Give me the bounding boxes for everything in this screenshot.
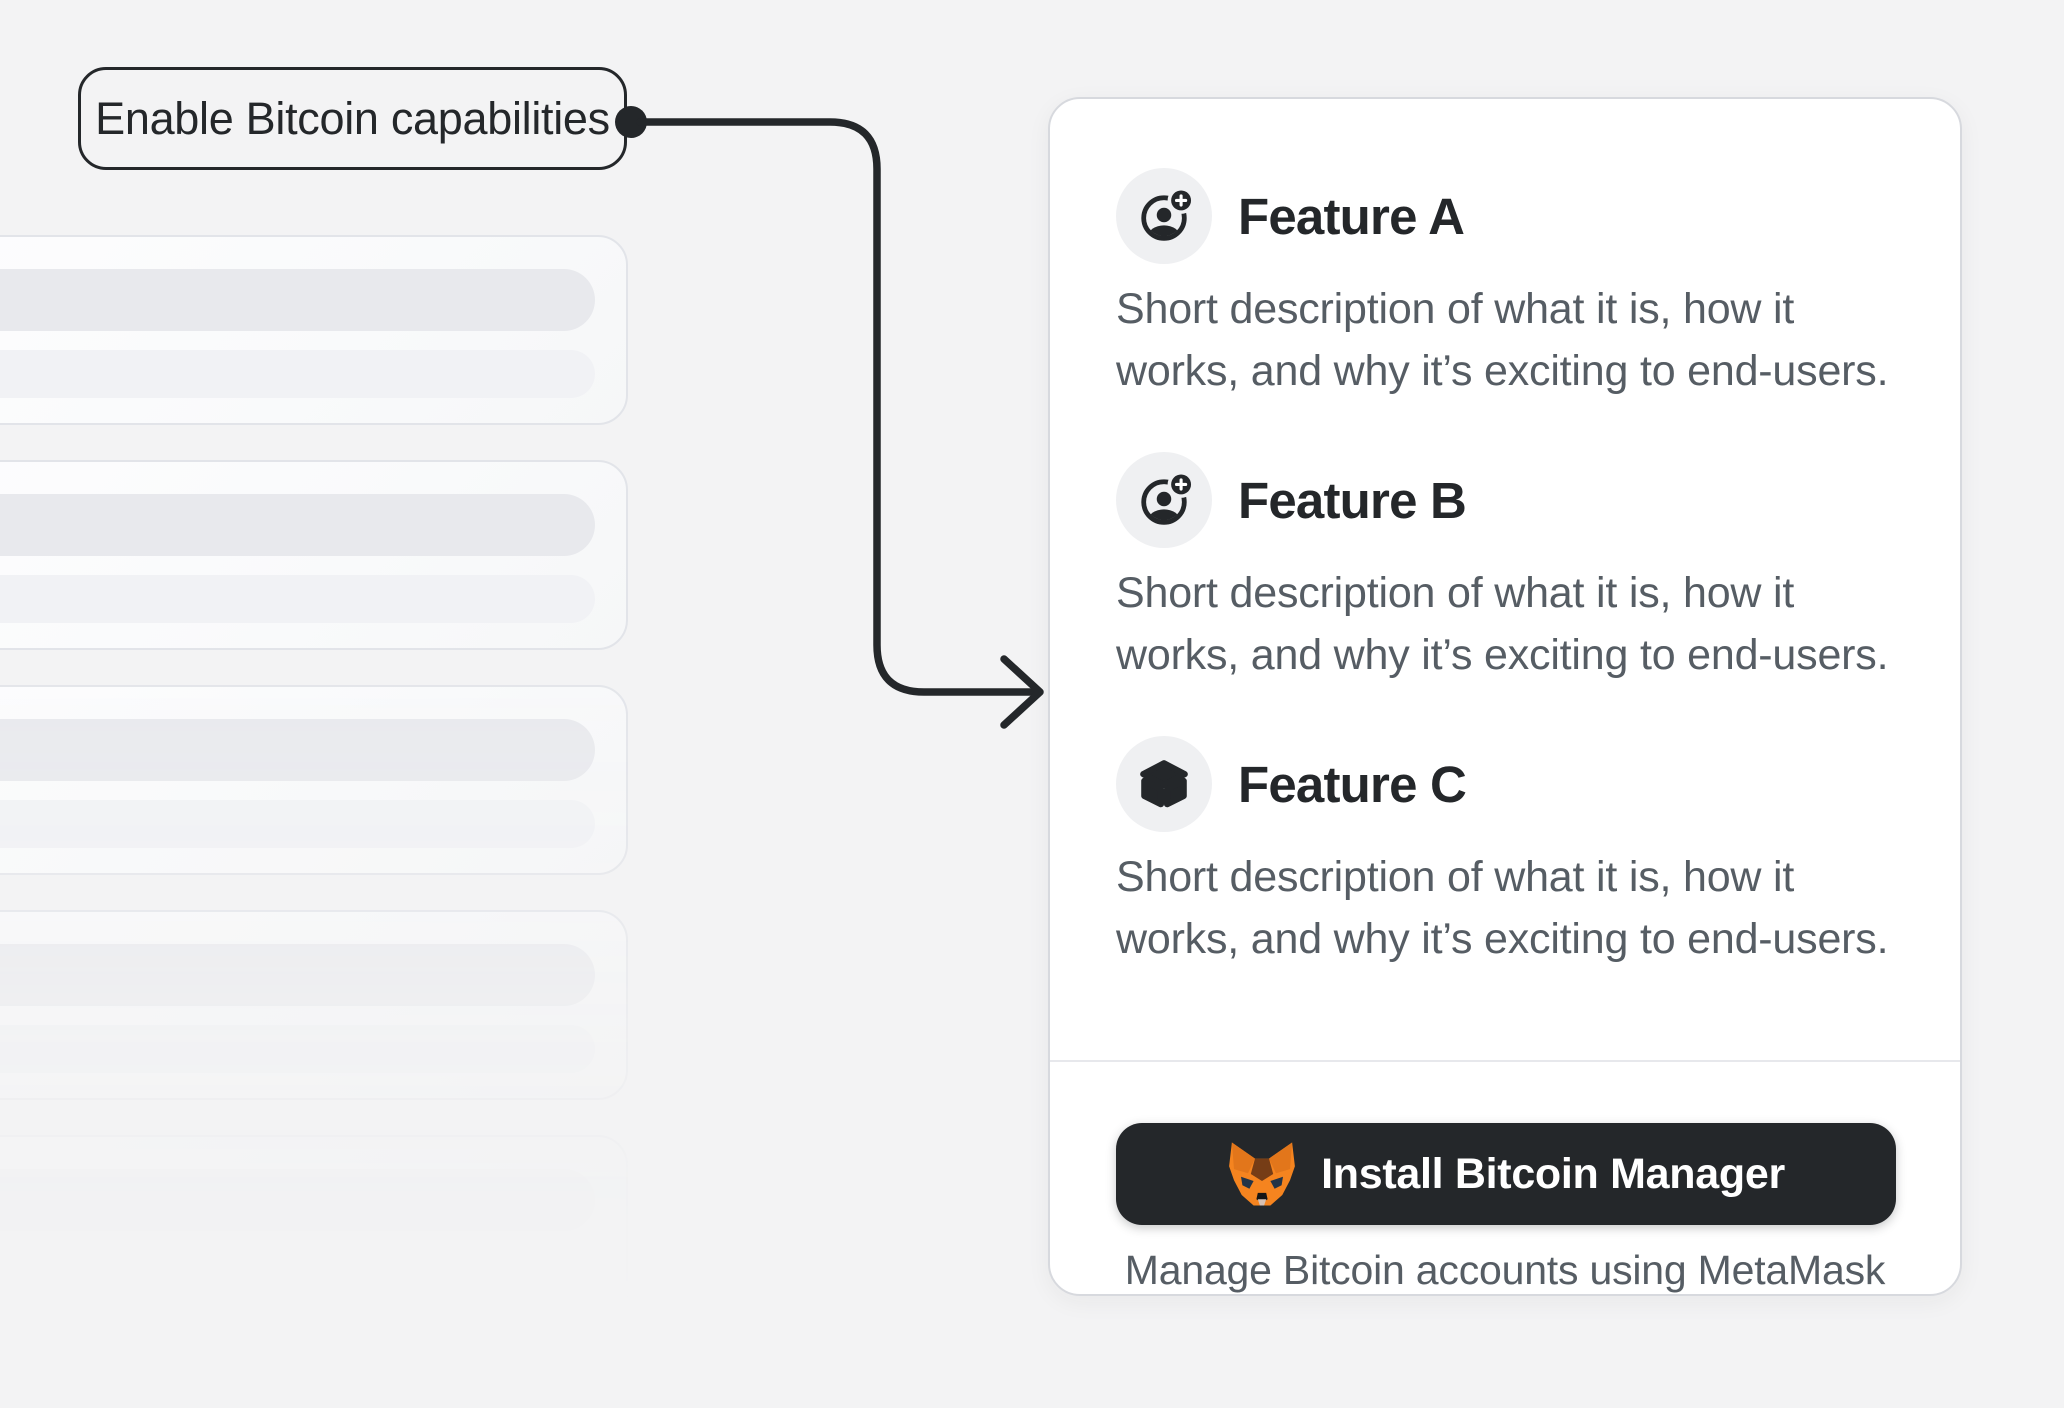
feature-description: Short description of what it is, how it … xyxy=(1116,853,1889,963)
skeleton-bar xyxy=(0,800,595,848)
feature-header: Feature B xyxy=(1116,452,1894,548)
cta-label: Install Bitcoin Manager xyxy=(1321,1149,1785,1198)
feature-header: Feature C xyxy=(1116,736,1894,832)
skeleton-bar xyxy=(0,494,595,556)
feature-row-c: Feature C Short description of what it i… xyxy=(1116,736,1894,970)
icon-chip xyxy=(1116,736,1212,832)
callout-enable-bitcoin: Enable Bitcoin capabilities xyxy=(78,67,627,170)
skeleton-bar xyxy=(0,269,595,331)
skeleton-bar xyxy=(0,1025,595,1073)
install-bitcoin-manager-button[interactable]: Install Bitcoin Manager xyxy=(1116,1123,1896,1225)
cta-area: Install Bitcoin Manager Manage Bitcoin a… xyxy=(1050,1062,1960,1294)
skeleton-bar xyxy=(0,350,595,398)
icon-chip xyxy=(1116,168,1212,264)
feature-panel: Feature A Short description of what it i… xyxy=(1048,97,1962,1296)
feature-description: Short description of what it is, how it … xyxy=(1116,569,1889,679)
skeleton-bar xyxy=(0,944,595,1006)
metamask-fox-icon xyxy=(1229,1142,1295,1206)
skeleton-bar xyxy=(0,1169,595,1231)
skeleton-card xyxy=(0,685,628,875)
user-add-icon xyxy=(1141,471,1193,525)
skeleton-card xyxy=(0,235,628,425)
feature-row-b: Feature B Short description of what it i… xyxy=(1116,452,1894,686)
feature-description: Short description of what it is, how it … xyxy=(1116,285,1889,395)
skeleton-card xyxy=(0,1135,628,1325)
callout-label: Enable Bitcoin capabilities xyxy=(95,92,610,144)
skeleton-bar xyxy=(0,575,595,623)
skeleton-card xyxy=(0,910,628,1100)
feature-row-a: Feature A Short description of what it i… xyxy=(1116,168,1894,402)
feature-title: Feature C xyxy=(1238,755,1467,813)
feature-title: Feature B xyxy=(1238,471,1467,529)
feature-header: Feature A xyxy=(1116,168,1894,264)
feature-list: Feature A Short description of what it i… xyxy=(1050,99,1960,1060)
skeleton-card-list xyxy=(0,235,628,1360)
panel-divider xyxy=(1050,1060,1960,1062)
skeleton-bar xyxy=(0,719,595,781)
cube-icon xyxy=(1140,760,1188,808)
feature-title: Feature A xyxy=(1238,187,1465,245)
skeleton-bar xyxy=(0,1250,595,1298)
user-add-icon xyxy=(1141,187,1193,241)
panel-footnote: Manage Bitcoin accounts using MetaMask xyxy=(1124,1247,1886,1293)
icon-chip xyxy=(1116,452,1212,548)
skeleton-card xyxy=(0,460,628,650)
